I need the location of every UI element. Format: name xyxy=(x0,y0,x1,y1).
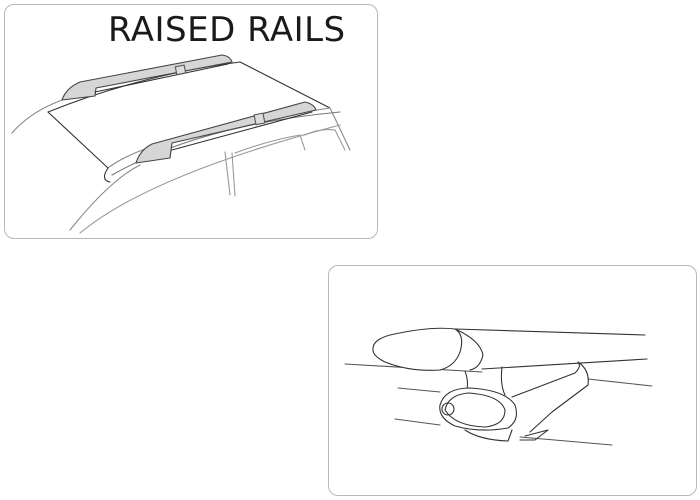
raised-rails-panel xyxy=(4,4,378,239)
panel-title-raised-rails: RAISED RAILS xyxy=(108,10,346,50)
car-roof-illustration xyxy=(11,54,351,234)
crossbar-foot-illustration xyxy=(344,327,653,446)
crossbar-foot-panel xyxy=(328,265,697,496)
